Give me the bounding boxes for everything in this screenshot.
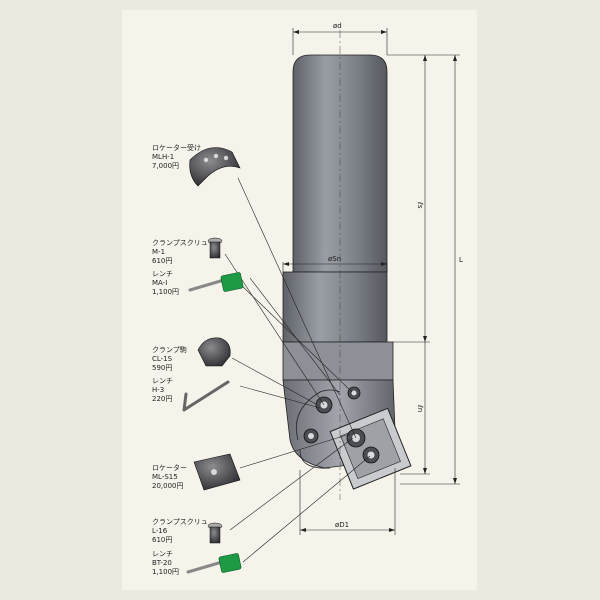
dim-head-length: ℓn (416, 404, 424, 412)
part-price: 590円 (152, 364, 172, 372)
part-code: ML-S15 (152, 473, 178, 481)
part-price: 20,000円 (152, 482, 184, 490)
wrench-ma-i-icon (188, 272, 244, 292)
part-name: レンチ (152, 270, 173, 278)
part-label-7: レンチ BT-20 1,100円 (152, 550, 179, 576)
part-price: 220円 (152, 395, 172, 403)
dim-neck-diameter: øSn (328, 255, 341, 263)
part-label-2: レンチ MA-I 1,100円 (152, 270, 179, 296)
part-label-6: クランプスクリュ L-16 610円 (152, 518, 208, 544)
part-code: MLH-1 (152, 153, 174, 161)
part-label-4: レンチ H-3 220円 (152, 377, 173, 403)
part-name: クランプスクリュ (152, 518, 208, 526)
part-label-0: ロケーター受け MLH-1 7,000円 (152, 143, 201, 170)
dimension-lines (282, 28, 460, 535)
locator-receiver-icon (189, 147, 241, 187)
part-label-3: クランプ駒 CL-1S 590円 (152, 345, 187, 372)
part-price: 1,100円 (152, 568, 179, 576)
hex-key-icon (182, 380, 230, 412)
part-label-5: ロケーター ML-S15 20,000円 (152, 463, 187, 490)
part-code: M-1 (152, 248, 165, 256)
part-name: レンチ (152, 377, 173, 385)
dim-shank-length: ℓs (416, 201, 424, 209)
part-name: クランプスクリュ (152, 239, 208, 247)
part-name: レンチ (152, 550, 173, 558)
part-code: BT-20 (152, 559, 172, 567)
part-code: MA-I (152, 279, 167, 287)
dim-overall-length: L (459, 256, 463, 264)
part-code: CL-1S (152, 355, 173, 363)
part-price: 610円 (152, 257, 172, 265)
dim-cutter-diameter: øD1 (335, 521, 349, 529)
tool-body (282, 30, 412, 500)
clamp-piece-icon (197, 337, 231, 367)
wrench-bt20-icon (186, 553, 242, 574)
part-price: 1,100円 (152, 288, 179, 296)
part-code: H-3 (152, 386, 164, 394)
part-price: 7,000円 (152, 162, 179, 170)
leader-lines (224, 177, 371, 563)
dim-shank-diameter: ød (333, 22, 342, 30)
locator-icon (193, 453, 241, 491)
part-code: L-16 (152, 527, 168, 535)
dimension-arrows (283, 30, 457, 532)
part-label-1: クランプスクリュ M-1 610円 (152, 239, 208, 265)
clamp-screw-l16-icon (207, 522, 223, 544)
part-name: ロケーター (152, 463, 187, 472)
part-name: クランプ駒 (152, 345, 187, 354)
part-name: ロケーター受け (152, 143, 201, 152)
part-price: 610円 (152, 536, 172, 544)
clamp-screw-m1-icon (207, 237, 223, 259)
